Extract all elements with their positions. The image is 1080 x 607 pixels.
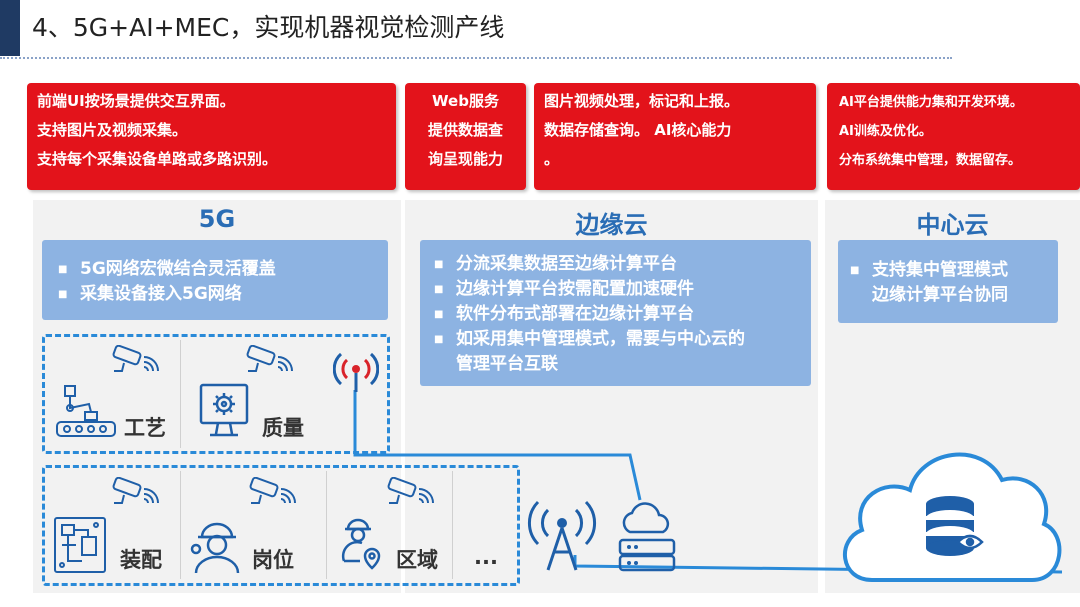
link-antenna-to-edge	[353, 390, 642, 501]
workshop-area-top	[42, 334, 390, 454]
camera-icon	[246, 345, 293, 372]
front-line-2: 支持图片及视频采集。	[37, 121, 188, 139]
edge-red-line-1: 图片视频处理，标记和上报。	[544, 92, 740, 110]
title-divider	[0, 57, 952, 59]
person-location-icon	[341, 518, 381, 570]
front-end-capability-box: 前端UI按场景提供交互界面。 支持图片及视频采集。 支持每个采集设备单路或多路识…	[27, 83, 396, 190]
center-bullet-1-continued: 边缘计算平台协同	[872, 285, 1008, 305]
camera-icon	[249, 477, 296, 504]
cell-label-area: 区域	[396, 548, 438, 572]
cell-divider	[180, 340, 181, 448]
workshop-area-bottom	[42, 465, 520, 586]
title-accent-bar	[0, 0, 20, 56]
edge-bullet-4: ■如采用集中管理模式，需要与中心云的	[434, 329, 745, 349]
base-station-tower-icon	[527, 500, 597, 571]
antenna-signal-icon	[333, 352, 379, 392]
center-bullet-box: ■支持集中管理模式 边缘计算平台协同	[838, 240, 1058, 323]
g5-bullet-box: ■5G网络宏微结合灵活覆盖 ■采集设备接入5G网络	[42, 240, 388, 320]
cell-divider	[452, 471, 453, 579]
edge-capability-box: 图片视频处理，标记和上报。 数据存储查询。 AI核心能力 。	[534, 83, 816, 190]
cell-label-craft: 工艺	[124, 416, 166, 440]
edge-cloud-server-icon	[618, 502, 676, 572]
center-capability-box: AI平台提供能力集和开发环境。 AI训练及优化。 分布系统集中管理，数据留存。	[827, 83, 1080, 190]
cell-label-more: ...	[474, 545, 498, 569]
robot-arm-conveyor-icon	[56, 385, 116, 437]
cell-divider	[180, 471, 181, 579]
edge-bullet-4-continued: 管理平台互联	[456, 354, 558, 374]
cell-divider	[326, 471, 327, 579]
web-line-3: 询呈现能力	[427, 150, 503, 168]
web-line-2: 提供数据查	[427, 121, 503, 139]
front-line-3: 支持每个采集设备单路或多路识别。	[37, 150, 278, 168]
front-line-1: 前端UI按场景提供交互界面。	[37, 92, 235, 110]
web-service-box: Web服务 提供数据查 询呈现能力	[405, 83, 526, 190]
edge-bullet-2: ■边缘计算平台按需配置加速硬件	[434, 279, 694, 299]
edge-bullet-box: ■分流采集数据至边缘计算平台 ■边缘计算平台按需配置加速硬件 ■软件分布式部署在…	[420, 240, 811, 386]
cell-label-post: 岗位	[252, 548, 294, 572]
monitor-gear-icon	[199, 383, 249, 437]
cell-label-assembly: 装配	[120, 548, 162, 572]
center-red-line-1: AI平台提供能力集和开发环境。	[839, 95, 1023, 110]
edge-bullet-3: ■软件分布式部署在边缘计算平台	[434, 304, 694, 324]
center-bullet-1: ■支持集中管理模式	[850, 260, 1008, 280]
camera-icon	[112, 477, 159, 504]
camera-icon	[112, 345, 159, 372]
g5-bullet-1: ■5G网络宏微结合灵活覆盖	[58, 259, 276, 279]
page-title: 4、5G+AI+MEC，实现机器视觉检测产线	[32, 13, 505, 42]
camera-icon	[387, 477, 434, 504]
worker-helmet-icon	[190, 522, 240, 574]
center-cloud-datacenter-icon	[842, 452, 1062, 582]
edge-red-line-3: 。	[544, 150, 560, 168]
edge-bullet-1: ■分流采集数据至边缘计算平台	[434, 254, 677, 274]
circuit-board-icon	[54, 517, 106, 573]
edge-red-line-2: 数据存储查询。 AI核心能力	[544, 121, 732, 139]
center-red-line-3: 分布系统集中管理，数据留存。	[839, 153, 1022, 168]
g5-bullet-2: ■采集设备接入5G网络	[58, 284, 242, 304]
center-red-line-2: AI训练及优化。	[839, 124, 932, 139]
cell-label-quality: 质量	[262, 416, 304, 440]
web-line-1: Web服务	[432, 92, 499, 110]
panel-edge-title: 边缘云	[575, 211, 648, 239]
panel-center-title: 中心云	[916, 211, 989, 239]
panel-5g-title: 5G	[198, 205, 236, 233]
